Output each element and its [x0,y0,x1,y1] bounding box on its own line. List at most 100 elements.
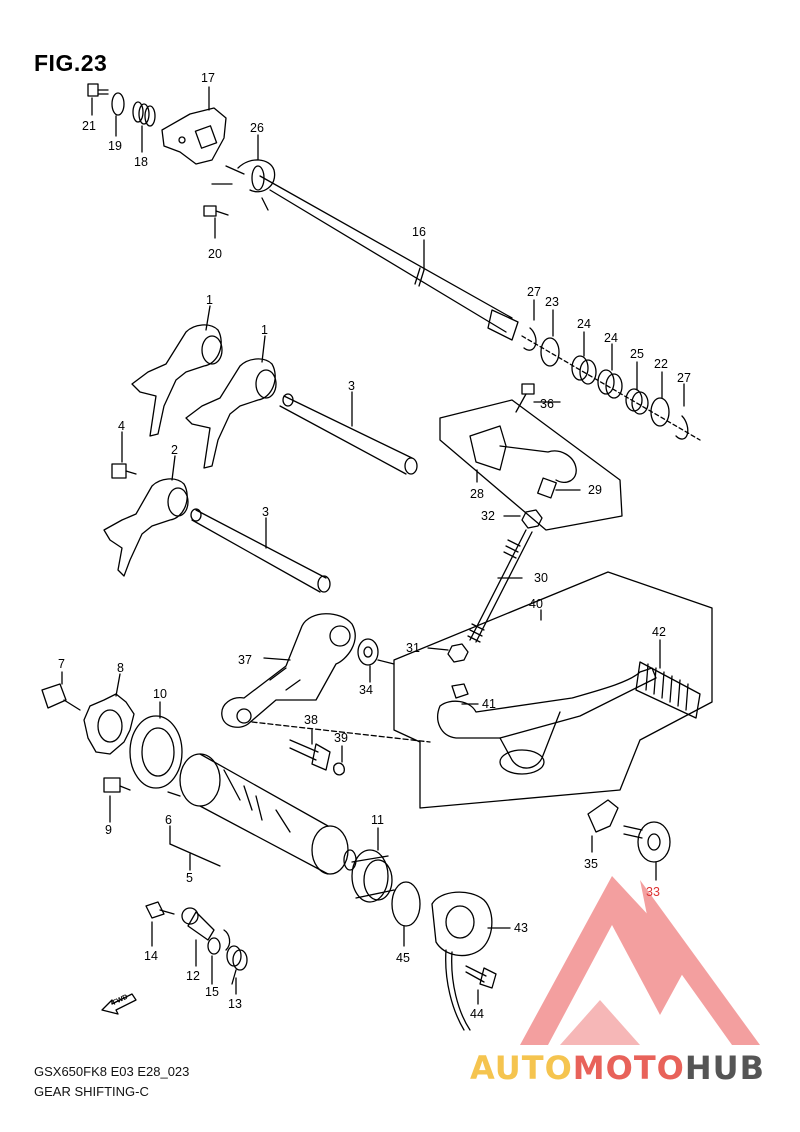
part-24-bearing-b [597,369,623,399]
callout-25: 25 [630,347,644,361]
part-19-washer [111,92,125,116]
part-15-washer [207,937,221,955]
part-5-gearshift-cam [179,753,357,875]
part-44-bolt [465,965,497,989]
callout-24a: 24 [577,317,591,331]
part-26-return-spring [211,159,276,211]
callout-35: 35 [584,857,598,871]
callout-22: 22 [654,357,668,371]
callout-13: 13 [228,997,242,1011]
part-33-pivot-bolt [623,821,671,863]
part-1-shift-fork-a [131,324,223,437]
part-43-gear-position-sensor [431,891,493,1031]
part-34-washer [357,638,379,666]
callout-3b: 3 [262,505,269,519]
part-3-fork-shaft-a [279,393,418,475]
callout-6: 6 [165,813,172,827]
watermark-part-hub: HUB [684,1049,766,1087]
fwd-arrow-icon [101,993,137,1015]
callout-15: 15 [205,985,219,999]
part-31-nut [447,643,469,663]
part-27-circlip [523,327,537,351]
callout-2: 2 [171,443,178,457]
callout-16: 16 [412,225,426,239]
part-38-bolt [289,739,331,771]
callout-29: 29 [588,483,602,497]
part-32-nut [521,509,543,529]
part-40-box [393,571,713,809]
callout-8: 8 [117,661,124,675]
callout-5: 5 [186,871,193,885]
part-9-bolt [103,777,131,793]
part-8-cam-stopper-plate [83,693,135,755]
part-36-bolt [515,383,535,413]
section-title: GEAR SHIFTING-C [34,1084,149,1099]
callout-21: 21 [82,119,96,133]
callout-43: 43 [514,921,528,935]
part-23-washer [540,337,560,367]
part-24-bearing-a [571,355,597,385]
part-41-joint [451,683,469,699]
part-39-pin [333,762,345,776]
model-code: GSX650FK8 E03 E28_023 [34,1064,190,1079]
part-42-shift-pedal [437,661,701,775]
callout-27a: 27 [527,285,541,299]
part-10-bearing [129,715,183,789]
callout-33: 33 [646,885,660,899]
watermark-text: AUTOMOTOHUB [470,1050,765,1086]
callout-9: 9 [105,823,112,837]
callout-1a: 1 [206,293,213,307]
part-7-bolt [41,683,81,711]
callout-41: 41 [482,697,496,711]
callout-31: 31 [406,641,420,655]
callout-7: 7 [58,657,65,671]
callout-30: 30 [534,571,548,585]
part-37-lever [221,613,356,728]
part-14-bolt [145,901,175,919]
part-1-shift-fork-b [185,358,277,469]
callout-3a: 3 [348,379,355,393]
callout-42: 42 [652,625,666,639]
part-13-stopper-spring [223,929,248,985]
callout-24b: 24 [604,331,618,345]
part-25-bushing [625,388,649,415]
part-18-spring [132,101,156,127]
callout-23: 23 [545,295,559,309]
callout-36: 36 [540,397,554,411]
part-16-shift-shaft [259,175,519,341]
part-35-bushing [587,799,619,833]
part-2-shift-fork [103,478,189,577]
callout-14: 14 [144,949,158,963]
part-45-o-ring [391,881,421,927]
callout-32: 32 [481,509,495,523]
callout-37: 37 [238,653,252,667]
part-3-fork-shaft-b [190,508,331,593]
watermark-part-moto: MOTO [572,1049,685,1087]
callout-18: 18 [134,155,148,169]
watermark-logo [520,876,760,1045]
callout-34: 34 [359,683,373,697]
callout-17: 17 [201,71,215,85]
part-20-bolt [203,205,229,217]
callout-20: 20 [208,247,222,261]
part-21-screw [87,83,109,97]
callout-27b: 27 [677,371,691,385]
watermark-part-auto: AUTO [470,1049,573,1087]
callout-44: 44 [470,1007,484,1021]
callout-19: 19 [108,139,122,153]
callout-28: 28 [470,487,484,501]
part-11-needle-bearing [351,849,395,903]
callout-45: 45 [396,951,410,965]
callout-11: 11 [371,813,384,827]
callout-38: 38 [304,713,318,727]
callout-12: 12 [186,969,200,983]
part-27-circlip-b [675,415,689,440]
callout-10: 10 [153,687,167,701]
part-30-shift-rod [467,529,533,643]
callout-39: 39 [334,731,348,745]
callout-4: 4 [118,419,125,433]
callout-1b: 1 [261,323,268,337]
part-28-shift-link [469,425,577,499]
